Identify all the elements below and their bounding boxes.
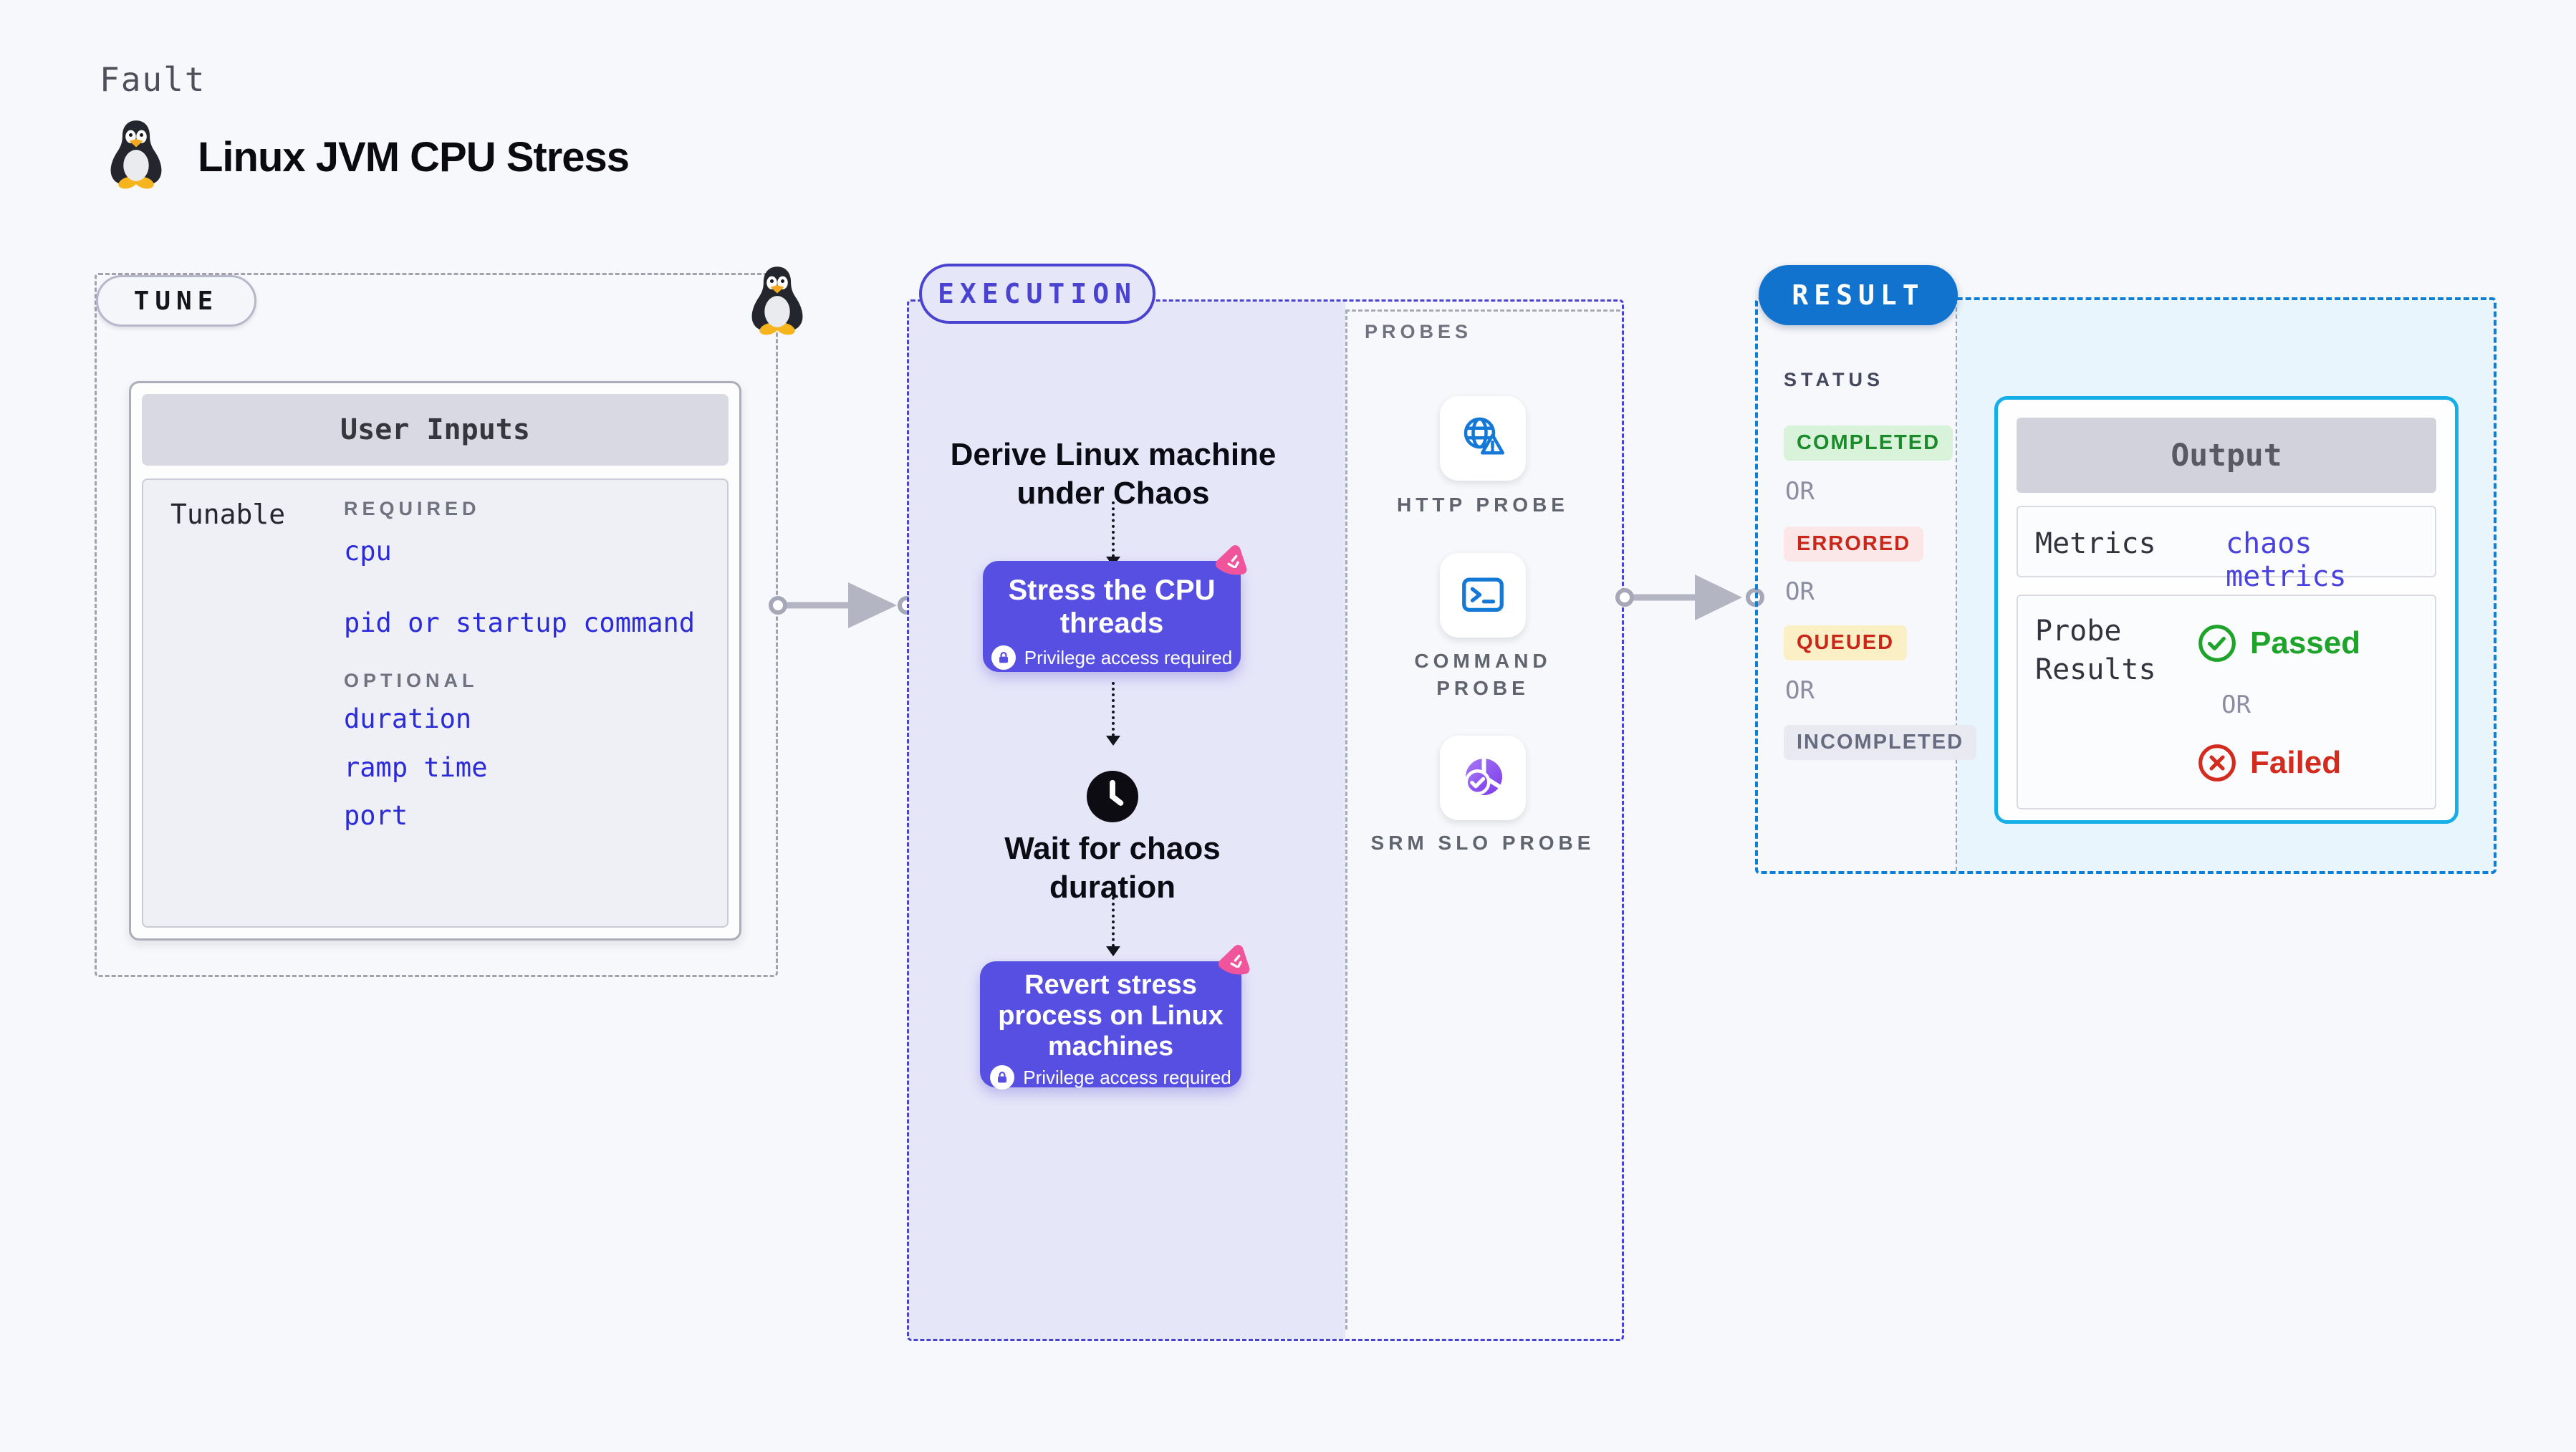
metrics-label: Metrics bbox=[2035, 527, 2156, 560]
probe-results-row: Probe Results Passed OR Failed bbox=[2017, 595, 2436, 809]
tunable-ramp-time: ramp time bbox=[344, 752, 488, 783]
flow-arrow-down-2 bbox=[1106, 682, 1120, 746]
x-circle-icon bbox=[2198, 744, 2236, 782]
status-incompleted-badge: INCOMPLETED bbox=[1784, 725, 1977, 760]
stress-cpu-node-title: Stress the CPU threads bbox=[1008, 574, 1216, 639]
page-title: Linux JVM CPU Stress bbox=[198, 134, 630, 181]
status-label: STATUS bbox=[1784, 369, 1884, 390]
execution-panel-background bbox=[909, 302, 1345, 1339]
revert-stress-node-title: Revert stress process on Linux machines bbox=[998, 970, 1224, 1062]
probe-results-label: Probe Results bbox=[2035, 615, 2156, 686]
slo-donut-icon bbox=[1464, 756, 1503, 795]
linux-tux-corner-icon bbox=[751, 266, 803, 337]
srm-slo-probe-label: SRM SLO PROBE bbox=[1370, 832, 1595, 854]
privilege-row: Privilege access required bbox=[983, 645, 1241, 670]
http-probe-label: HTTP PROBE bbox=[1397, 494, 1569, 516]
clock-icon bbox=[1087, 771, 1138, 822]
lock-icon bbox=[990, 1065, 1015, 1090]
output-title: Output bbox=[2017, 418, 2436, 493]
srm-slo-probe-card bbox=[1440, 736, 1526, 820]
terminal-icon bbox=[1462, 577, 1504, 612]
stress-cpu-node: Stress the CPU threads Privilege access … bbox=[983, 561, 1241, 672]
wait-step-text: Wait for chaos duration bbox=[1004, 831, 1221, 905]
execution-badge: EXECUTION bbox=[919, 264, 1155, 324]
failed-label: Failed bbox=[2250, 745, 2342, 780]
linux-tux-icon bbox=[110, 120, 162, 191]
tunable-row-label: Tunable bbox=[170, 499, 286, 530]
tunable-cpu: cpu bbox=[344, 536, 392, 567]
flow-arrow-down-1 bbox=[1106, 501, 1120, 567]
command-probe-card bbox=[1440, 553, 1526, 638]
status-queued-badge: QUEUED bbox=[1784, 625, 1908, 660]
privilege-row: Privilege access required bbox=[980, 1065, 1241, 1090]
result-divider bbox=[1956, 300, 1957, 871]
metrics-row: Metrics chaos metrics bbox=[2017, 506, 2436, 593]
chaos-spark-icon bbox=[1215, 542, 1251, 579]
execution-to-result-arrow bbox=[1615, 574, 1764, 620]
check-circle-icon bbox=[2198, 625, 2236, 662]
derive-step-text: Derive Linux machine under Chaos bbox=[950, 437, 1277, 511]
tunable-pid-or-startup-command: pid or startup command bbox=[344, 607, 696, 638]
passed-label: Passed bbox=[2250, 625, 2361, 660]
probes-section-box bbox=[1345, 309, 1620, 1330]
result-section-box bbox=[1755, 297, 2496, 874]
globe-alert-icon bbox=[1464, 417, 1504, 455]
chaos-spark-icon bbox=[1218, 941, 1254, 979]
output-card: Output Metrics chaos metrics Probe Resul… bbox=[1994, 396, 2459, 824]
fault-kicker: Fault bbox=[100, 60, 206, 99]
lock-icon bbox=[991, 645, 1016, 670]
required-label: REQUIRED bbox=[344, 498, 481, 519]
or-separator: OR bbox=[1785, 676, 1815, 705]
tunable-duration: duration bbox=[344, 703, 472, 734]
revert-stress-node: Revert stress process on Linux machines … bbox=[980, 961, 1241, 1090]
execution-section-box bbox=[907, 299, 1624, 1341]
tune-to-execution-arrow bbox=[769, 582, 916, 628]
http-probe-card bbox=[1440, 396, 1526, 481]
metrics-value-link: chaos metrics bbox=[2226, 527, 2347, 593]
probe-passed: Passed bbox=[2197, 623, 2360, 663]
privilege-note: Privilege access required bbox=[1024, 646, 1233, 668]
optional-label: OPTIONAL bbox=[344, 670, 479, 691]
status-completed-badge: COMPLETED bbox=[1784, 425, 1953, 461]
user-inputs-body bbox=[142, 479, 729, 928]
or-separator: OR bbox=[1785, 477, 1815, 506]
command-probe-label: COMMAND PROBE bbox=[1414, 650, 1552, 699]
privilege-note: Privilege access required bbox=[1023, 1066, 1231, 1088]
tunable-port: port bbox=[344, 800, 408, 831]
probes-label: PROBES bbox=[1365, 321, 1473, 342]
tune-section-box bbox=[95, 273, 778, 977]
status-errored-badge: ERRORED bbox=[1784, 527, 1924, 562]
user-inputs-title: User Inputs bbox=[142, 394, 729, 466]
or-separator: OR bbox=[1785, 577, 1815, 606]
tune-badge: TUNE bbox=[96, 275, 256, 327]
result-badge: RESULT bbox=[1759, 265, 1958, 325]
or-separator: OR bbox=[2221, 691, 2251, 719]
probe-failed: Failed bbox=[2197, 743, 2341, 783]
flow-arrow-down-3 bbox=[1106, 897, 1120, 956]
